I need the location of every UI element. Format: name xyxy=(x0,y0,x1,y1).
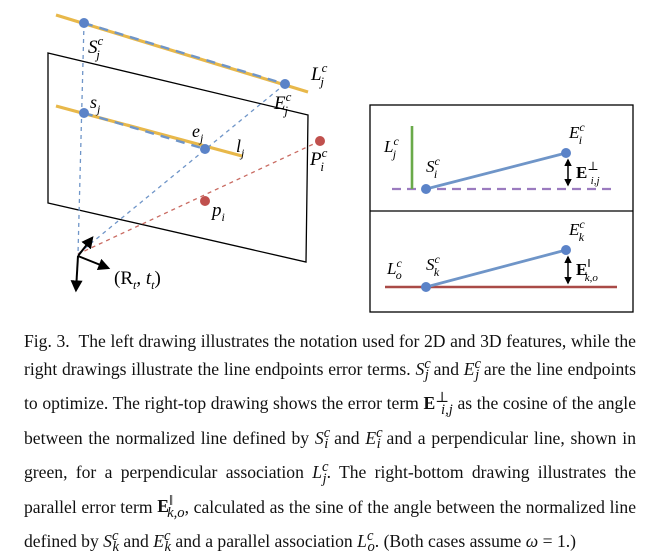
camera-axis-right xyxy=(77,255,111,271)
point-p xyxy=(200,196,210,206)
caption-text-1: The left drawing illustrates the notatio… xyxy=(24,331,636,379)
math-E-par-ko: E‖k,o xyxy=(157,493,185,521)
label-pose: (Rt, tt) xyxy=(114,268,161,292)
label-l: lj xyxy=(236,136,245,160)
figure-caption: Fig. 3. The left drawing illustrates the… xyxy=(24,331,637,556)
camera-axis-down xyxy=(70,255,83,293)
label-e: ej xyxy=(192,121,204,145)
camera-axis-up xyxy=(77,236,94,257)
label-p: pi xyxy=(210,200,225,224)
math-S-j: Scj xyxy=(415,356,431,384)
right-panel-frame xyxy=(369,104,634,313)
math-E-i: Eci xyxy=(365,424,383,453)
ray-S xyxy=(77,22,85,255)
par-point-E xyxy=(561,245,571,255)
ray-E xyxy=(77,83,286,255)
line-2d-blue xyxy=(83,111,206,151)
line-3d-blue xyxy=(83,21,286,86)
point-P xyxy=(315,136,325,146)
point-S xyxy=(79,18,89,28)
math-S-i: Sci xyxy=(314,424,331,453)
math-E-perp-ij: E⊥i,j xyxy=(423,390,453,418)
perp-point-S xyxy=(421,184,431,194)
math-L-o: Lco xyxy=(357,527,375,556)
rb-label-error: E‖k,o xyxy=(576,256,598,284)
math-omega: ω xyxy=(525,530,539,551)
point-e xyxy=(200,144,210,154)
math-E-j: Ecj xyxy=(463,356,482,384)
par-point-S xyxy=(421,282,431,292)
perp-point-E xyxy=(561,148,571,158)
point-E xyxy=(280,79,290,89)
math-E-k: Eck xyxy=(153,527,171,556)
point-s xyxy=(79,108,89,118)
image-plane xyxy=(47,52,309,263)
label-s: sj xyxy=(90,92,101,116)
rt-label-error: E⊥i,j xyxy=(576,159,600,187)
caption-fig-label: Fig. 3. xyxy=(24,331,70,351)
par-normalized-line xyxy=(425,248,567,289)
math-L-j: Lcj xyxy=(312,459,329,487)
math-S-k: Sck xyxy=(103,527,119,556)
perp-normalized-line xyxy=(425,151,567,191)
